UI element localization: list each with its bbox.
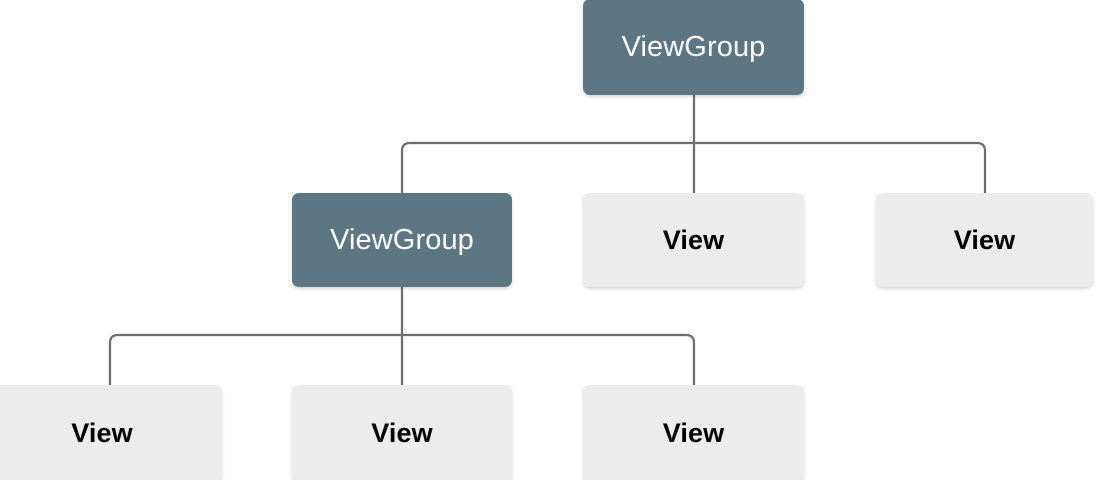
node-child-viewgroup[interactable]: ViewGroup: [292, 193, 512, 287]
node-label: ViewGroup: [330, 223, 474, 256]
node-grandchild-view-2[interactable]: View: [292, 385, 512, 480]
node-root-viewgroup[interactable]: ViewGroup: [583, 0, 804, 95]
connector-bus-level-2: [400, 141, 987, 193]
node-grandchild-view-1[interactable]: View: [0, 385, 222, 480]
node-label: View: [371, 418, 433, 448]
node-label: View: [71, 418, 133, 448]
node-label: View: [662, 224, 725, 255]
node-label: ViewGroup: [621, 30, 766, 63]
node-child-view-1[interactable]: View: [583, 193, 804, 287]
node-label: View: [953, 224, 1016, 255]
connector-bus-level-3: [108, 333, 696, 385]
node-grandchild-view-3[interactable]: View: [583, 385, 804, 480]
node-child-view-2[interactable]: View: [876, 193, 1093, 287]
node-label: View: [662, 418, 725, 448]
